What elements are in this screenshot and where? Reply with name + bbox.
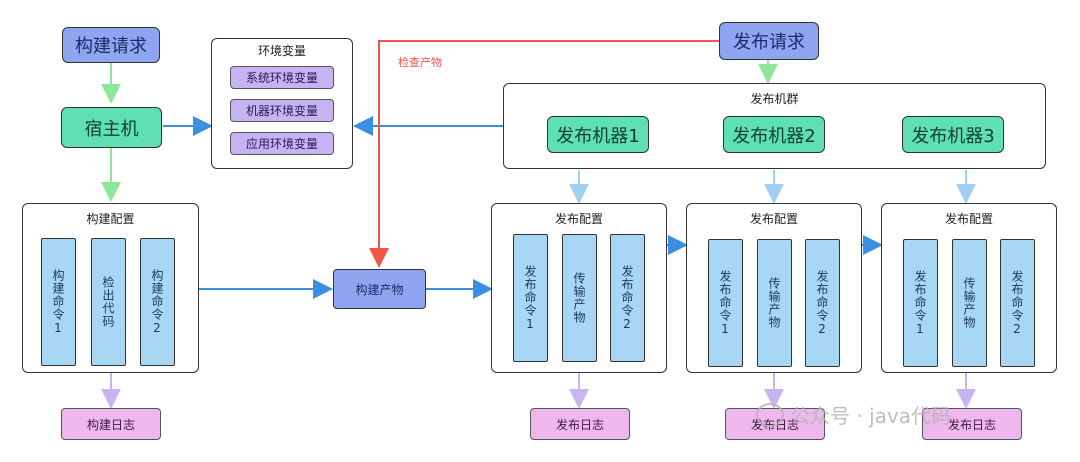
env-vars-group[interactable]: 环境变量 系统环境变量 机器环境变量 应用环境变量: [211, 38, 353, 169]
release-config-2-step-1-label: 发布命令1: [718, 269, 732, 337]
release-log-3-label: 发布日志: [947, 417, 996, 432]
release-config-2-step-1[interactable]: 发布命令1: [708, 239, 743, 367]
release-config-3-step-1-label: 发布命令1: [913, 269, 927, 337]
watermark-text: 公众号 · java代码: [790, 404, 951, 428]
build-step-2-label: 检出代码: [101, 276, 115, 328]
release-cluster-title: 发布机群: [750, 92, 799, 106]
build-config-title: 构建配置: [86, 212, 135, 226]
release-machine-2[interactable]: 发布机器2: [723, 116, 825, 153]
artifact-node[interactable]: 构建产物: [333, 269, 426, 309]
release-config-3-step-2-label: 传输产物: [962, 277, 976, 329]
release-config-1-step-1[interactable]: 发布命令1: [513, 234, 548, 362]
release-config-1-step-3-label: 发布命令2: [620, 264, 634, 332]
release-config-1-title: 发布配置: [554, 212, 603, 226]
release-config-3-step-2[interactable]: 传输产物: [952, 239, 987, 367]
release-config-3-group[interactable]: 发布配置 发布命令1 传输产物 发布命令2: [881, 203, 1057, 373]
release-machine-1-label: 发布机器1: [556, 125, 640, 147]
release-config-1-step-2[interactable]: 传输产物: [562, 234, 597, 362]
release-machine-2-label: 发布机器2: [732, 125, 816, 147]
release-config-1-step-3[interactable]: 发布命令2: [610, 234, 645, 362]
build-request-label: 构建请求: [75, 36, 147, 57]
release-config-1-group[interactable]: 发布配置 发布命令1 传输产物 发布命令2: [491, 203, 667, 373]
env-var-machine-label: 机器环境变量: [245, 104, 318, 118]
release-log-1-node[interactable]: 发布日志: [530, 408, 630, 440]
edge-label-check-artifact: 检查产物: [398, 56, 442, 69]
env-var-machine[interactable]: 机器环境变量: [230, 99, 334, 122]
build-step-2[interactable]: 检出代码: [91, 238, 126, 366]
release-config-1-step-2-label: 传输产物: [572, 272, 586, 324]
build-request-node[interactable]: 构建请求: [62, 27, 160, 63]
host-node[interactable]: 宿主机: [61, 107, 162, 148]
release-log-3-node[interactable]: 发布日志: [922, 408, 1022, 440]
release-request-label: 发布请求: [733, 32, 805, 53]
release-cluster-group[interactable]: 发布机群 发布机器1 发布机器2 发布机器3: [503, 83, 1046, 169]
build-step-1-label: 构建命令1: [51, 268, 65, 336]
env-vars-title: 环境变量: [257, 44, 306, 58]
release-machine-3[interactable]: 发布机器3: [902, 116, 1004, 153]
env-var-app[interactable]: 应用环境变量: [230, 132, 334, 155]
release-config-1-step-1-label: 发布命令1: [523, 264, 537, 332]
release-config-2-group[interactable]: 发布配置 发布命令1 传输产物 发布命令2: [686, 203, 862, 373]
release-config-2-title: 发布配置: [749, 212, 798, 226]
env-var-system[interactable]: 系统环境变量: [230, 66, 334, 89]
wechat-icon: [756, 402, 784, 427]
env-var-app-label: 应用环境变量: [245, 137, 318, 151]
release-config-2-step-3[interactable]: 发布命令2: [805, 239, 840, 367]
release-machine-3-label: 发布机器3: [911, 125, 995, 147]
build-step-3[interactable]: 构建命令2: [140, 238, 175, 366]
artifact-label: 构建产物: [355, 282, 404, 297]
release-config-2-step-3-label: 发布命令2: [815, 269, 829, 337]
build-log-label: 构建日志: [86, 417, 135, 432]
release-config-2-step-2-label: 传输产物: [767, 277, 781, 329]
release-config-3-step-3[interactable]: 发布命令2: [1000, 239, 1035, 367]
watermark: 公众号 · java代码: [756, 400, 951, 429]
release-log-1-label: 发布日志: [555, 417, 604, 432]
release-config-3-step-3-label: 发布命令2: [1010, 269, 1024, 337]
edge-check-artifact: [369, 40, 719, 268]
release-config-3-step-1[interactable]: 发布命令1: [903, 239, 938, 367]
release-machine-1[interactable]: 发布机器1: [547, 116, 649, 153]
build-log-node[interactable]: 构建日志: [61, 408, 161, 440]
host-label: 宿主机: [84, 118, 139, 140]
build-step-3-label: 构建命令2: [150, 268, 164, 336]
release-config-3-title: 发布配置: [944, 212, 993, 226]
build-step-1[interactable]: 构建命令1: [41, 238, 76, 366]
release-request-node[interactable]: 发布请求: [719, 22, 819, 60]
build-config-group[interactable]: 构建配置 构建命令1 检出代码 构建命令2: [22, 203, 199, 373]
release-config-2-step-2[interactable]: 传输产物: [757, 239, 792, 367]
env-var-system-label: 系统环境变量: [245, 71, 318, 85]
